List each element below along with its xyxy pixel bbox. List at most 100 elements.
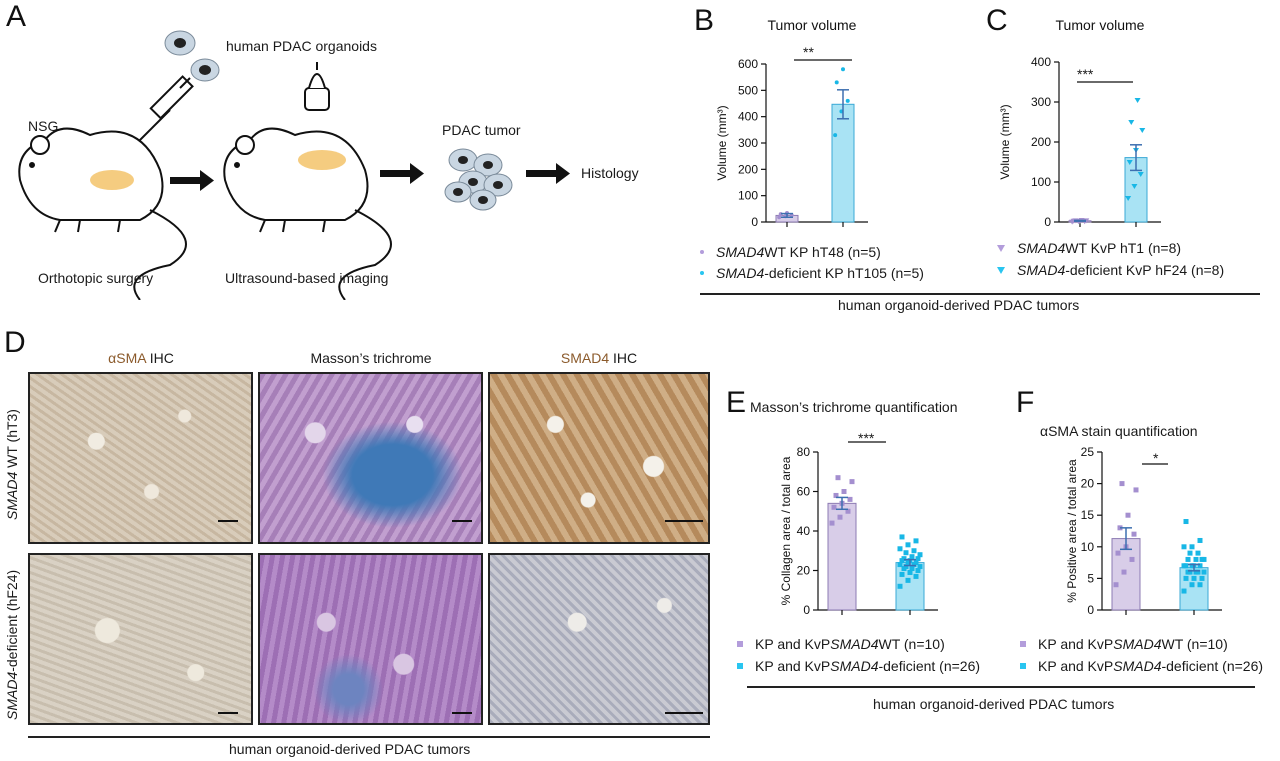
y-tick-label: 500 <box>738 83 758 97</box>
bc-footer: human organoid-derived PDAC tumors <box>838 297 1080 313</box>
legend-ef-plain: KP and KvP <box>755 658 831 674</box>
data-point <box>845 508 851 514</box>
data-point <box>1113 582 1119 588</box>
panel-f-title: αSMA stain quantification <box>1040 423 1198 439</box>
legend-ef-italic: SMAD4 <box>830 658 879 674</box>
legend-ef-wt-right: KP and KvP SMAD4 WT (n=10) <box>1020 636 1228 652</box>
row-label-def: SMAD4-deficient (hF24) <box>4 570 20 720</box>
legend-marker-wt <box>737 641 743 647</box>
data-point <box>913 538 919 544</box>
panel-e-title: Masson’s trichrome quantification <box>750 399 958 415</box>
pancreas-icon-1 <box>90 170 134 190</box>
legend-ef-plain: KP and KvP <box>1038 636 1114 652</box>
legend-b-def: SMAD4-deficient KP hT105 (n=5) <box>700 265 924 281</box>
data-point <box>1125 196 1132 201</box>
panel-letter-a: A <box>6 0 27 33</box>
legend-ef-rest: WT (n=10) <box>1161 636 1228 652</box>
legend-c-wt-text: WT KvP hT1 (n=8) <box>1065 240 1182 256</box>
panel-letter-e: E <box>726 386 747 419</box>
row-label-wt-text: WT (hT3) <box>4 409 20 472</box>
micrograph-asma-def <box>28 553 253 725</box>
legend-b-wt-italic: SMAD4 <box>716 244 765 260</box>
y-tick-label: 5 <box>1087 571 1094 585</box>
y-tick-label: 300 <box>1031 95 1051 109</box>
y-tick-label: 15 <box>1081 508 1095 522</box>
micrograph-masson-wt <box>258 372 483 544</box>
data-point <box>1129 556 1135 562</box>
significance-c: *** <box>1077 66 1094 82</box>
row-label-wt-italic: SMAD4 <box>4 471 20 520</box>
panel-letter-d: D <box>4 326 26 359</box>
legend-ef-rest: -deficient (n=26) <box>878 658 981 674</box>
data-point <box>897 562 903 568</box>
legend-ef-rest: WT (n=10) <box>878 636 945 652</box>
y-tick-label: 20 <box>1081 477 1095 491</box>
legend-ef-italic: SMAD4 <box>1113 658 1162 674</box>
y-tick-label: 400 <box>1031 55 1051 69</box>
data-point <box>897 583 903 589</box>
data-point <box>909 554 915 560</box>
data-point <box>905 542 911 548</box>
data-point <box>1189 582 1195 588</box>
data-point <box>1183 519 1189 525</box>
chart-title: Tumor volume <box>768 17 857 33</box>
data-point <box>905 577 911 583</box>
data-point <box>899 571 905 577</box>
data-point <box>1183 563 1189 569</box>
row-label-def-italic: SMAD4 <box>4 671 20 720</box>
data-point <box>1185 556 1191 562</box>
scale-bar <box>665 712 703 714</box>
data-point <box>1131 531 1137 537</box>
scale-bar <box>452 520 472 522</box>
data-point <box>1195 550 1201 556</box>
data-point <box>834 80 839 85</box>
y-tick-label: 600 <box>738 57 758 71</box>
bar <box>831 103 855 223</box>
col-header-smad4-plain: IHC <box>609 350 638 366</box>
scale-bar <box>452 712 472 714</box>
col-header-asma-plain: IHC <box>145 350 174 366</box>
data-point <box>901 556 907 562</box>
data-point <box>899 534 905 540</box>
col-header-masson: Masson’s trichrome <box>258 350 484 366</box>
arrow-icon <box>170 163 570 191</box>
imaging-label: Ultrasound-based imaging <box>225 270 389 286</box>
legend-marker-wt <box>700 250 704 254</box>
data-point <box>1139 128 1146 133</box>
legend-b-wt-text: WT KP hT48 (n=5) <box>764 244 881 260</box>
data-point <box>847 496 853 502</box>
y-tick-label: 80 <box>797 445 811 459</box>
data-point <box>1183 575 1189 581</box>
micrograph-asma-wt <box>28 372 253 544</box>
data-point <box>909 566 915 572</box>
data-point <box>1121 569 1127 575</box>
data-point <box>1128 120 1135 125</box>
y-tick-label: 0 <box>1087 603 1094 617</box>
data-point <box>1125 512 1131 518</box>
legend-b-def-italic: SMAD4 <box>716 265 765 281</box>
data-point <box>903 550 909 556</box>
data-point <box>903 564 909 570</box>
scale-bar <box>665 520 703 522</box>
surgery-label: Orthotopic surgery <box>38 270 154 286</box>
panel-a-schematic <box>18 30 570 300</box>
micrograph-masson-def <box>258 553 483 725</box>
data-point <box>1197 582 1203 588</box>
nsg-label: NSG <box>28 118 59 134</box>
data-point <box>1134 98 1141 103</box>
data-point <box>913 573 919 579</box>
data-point <box>841 67 845 72</box>
data-point <box>1137 172 1144 177</box>
chart-title: Tumor volume <box>1056 17 1145 33</box>
bc-footer-line <box>700 293 1260 295</box>
legend-marker-wt <box>1020 641 1026 647</box>
micrograph-smad4-def <box>488 553 710 725</box>
legend-ef-italic: SMAD4 <box>1113 636 1162 652</box>
legend-marker-def <box>700 271 704 275</box>
legend-ef-plain: KP and KvP <box>1038 658 1114 674</box>
y-tick-label: 10 <box>1081 540 1095 554</box>
d-footer-line <box>28 736 710 738</box>
significance-f: * <box>1153 450 1159 466</box>
